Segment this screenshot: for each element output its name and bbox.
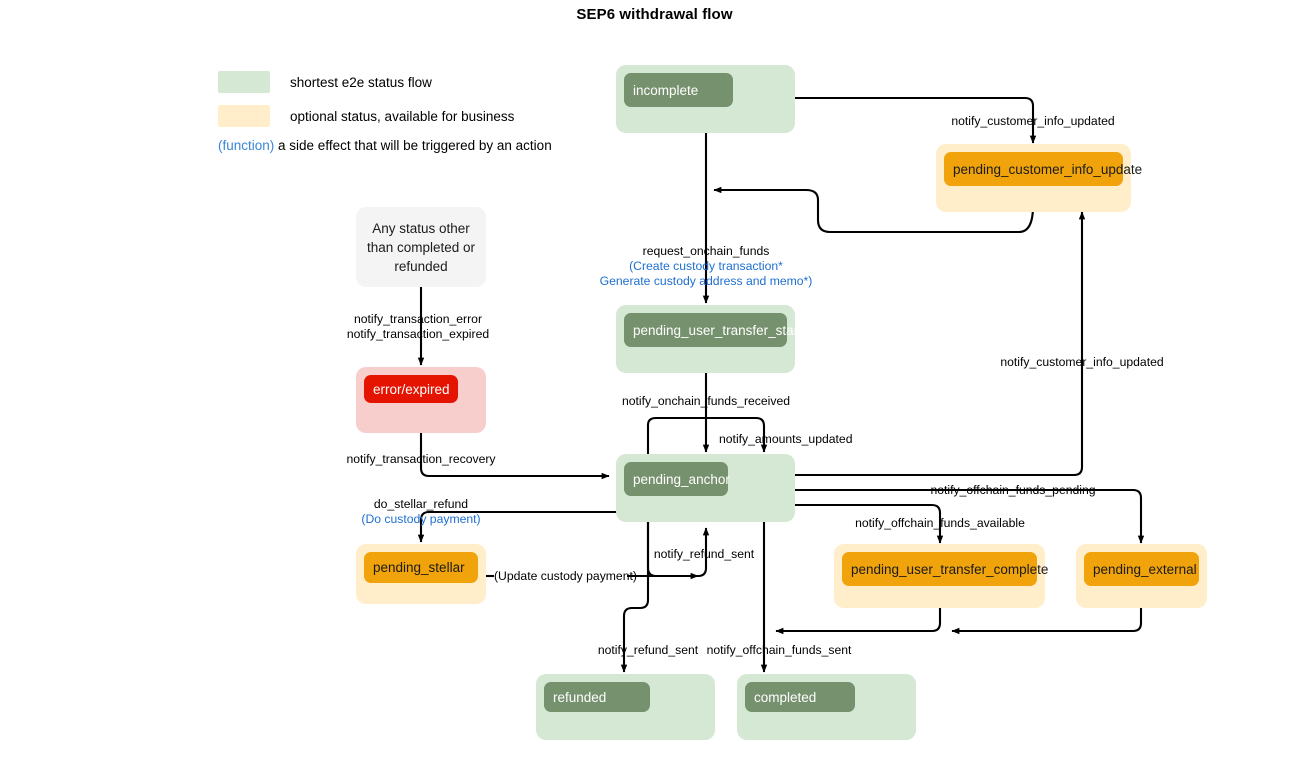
node-pending-customer-info-update[interactable]: pending_customer_info_update xyxy=(936,144,1142,212)
edge-pending-user-transfer-complete-to-completed xyxy=(775,608,942,635)
edge-label-notify-transaction-error-expired: notify_transaction_error notify_transact… xyxy=(347,312,489,342)
node-pending-user-transfer-complete[interactable]: pending_user_transfer_complete xyxy=(834,544,1048,608)
legend-label-orange: optional status, available for business xyxy=(290,108,515,124)
legend-function-desc: a side effect that will be triggered by … xyxy=(274,138,552,153)
node-pending-user-transfer-complete-label: pending_user_transfer_complete xyxy=(842,552,1048,586)
edge-label-notify-onchain-funds-received: notify_onchain_funds_received xyxy=(621,394,791,408)
node-completed[interactable]: completed xyxy=(737,674,916,740)
node-incomplete-label: incomplete xyxy=(624,73,733,107)
node-any-status-other: Any status other than completed or refun… xyxy=(356,207,486,287)
legend: shortest e2e status flow optional status… xyxy=(218,70,552,153)
edge-label-create-custody-transaction: (Create custody transaction* xyxy=(629,259,783,273)
node-incomplete[interactable]: incomplete xyxy=(616,65,795,133)
node-refunded[interactable]: refunded xyxy=(536,674,715,740)
edge-label-request-onchain-funds-action: request_onchain_funds xyxy=(642,244,770,258)
node-pending-external-label: pending_external xyxy=(1084,552,1199,586)
node-pending-stellar[interactable]: pending_stellar xyxy=(356,544,486,604)
page-title: SEP6 withdrawal flow xyxy=(576,6,733,23)
legend-function-note: (function) a side effect that will be tr… xyxy=(218,138,552,153)
edge-label-notify-customer-info-updated-right: notify_customer_info_updated xyxy=(1000,355,1164,369)
edge-label-do-stellar-refund: do_stellar_refund (Do custody payment) xyxy=(361,497,480,527)
edge-label-notify-offchain-funds-sent: notify_offchain_funds_sent xyxy=(706,643,852,657)
node-refunded-label: refunded xyxy=(544,682,650,712)
edge-label-generate-custody-address: Generate custody address and memo*) xyxy=(599,274,813,288)
edge-label-notify-refund-sent-bottom: notify_refund_sent xyxy=(597,643,699,657)
edge-label-do-custody-payment: (Do custody payment) xyxy=(361,512,481,526)
edge-label-notify-transaction-recovery: notify_transaction_recovery xyxy=(346,452,496,466)
edge-label-notify-amounts-updated: notify_amounts_updated xyxy=(719,432,853,446)
edge-label-notify-offchain-funds-available: notify_offchain_funds_available xyxy=(855,516,1025,530)
node-pending-stellar-label: pending_stellar xyxy=(364,552,478,583)
legend-swatch-orange xyxy=(218,105,270,127)
node-completed-label: completed xyxy=(745,682,855,712)
node-pending-anchor-label: pending_anchor xyxy=(624,462,730,496)
node-pending-user-transfer-start-label: pending_user_transfer_start xyxy=(624,313,802,347)
node-error-expired[interactable]: error/expired xyxy=(356,367,486,433)
node-any-status-other-label: Any status other than completed or refun… xyxy=(366,220,476,274)
node-error-expired-label: error/expired xyxy=(364,375,458,403)
node-pending-anchor[interactable]: pending_anchor xyxy=(616,454,795,522)
edge-label-notify-customer-info-updated-top: notify_customer_info_updated xyxy=(951,114,1115,128)
edge-label-do-stellar-refund-action: do_stellar_refund xyxy=(373,497,469,511)
legend-item-green: shortest e2e status flow xyxy=(218,70,552,94)
edge-label-request-onchain-funds: request_onchain_funds (Create custody tr… xyxy=(600,244,813,289)
node-pending-customer-info-update-label: pending_customer_info_update xyxy=(944,152,1142,186)
edge-label-update-custody-payment: (Update custody payment) xyxy=(494,569,637,583)
edge-label-notify-refund-sent-mid: notify_refund_sent xyxy=(653,547,755,561)
edge-label-notify-offchain-funds-pending: notify_offchain_funds_pending xyxy=(930,483,1096,497)
node-pending-external[interactable]: pending_external xyxy=(1076,544,1207,608)
legend-swatch-green xyxy=(218,71,270,93)
edge-label-notify-transaction-expired: notify_transaction_expired xyxy=(346,327,490,341)
legend-function-token: (function) xyxy=(218,138,275,153)
legend-item-orange: optional status, available for business xyxy=(218,104,552,128)
edge-pending-external-to-completed xyxy=(951,608,1143,635)
node-pending-user-transfer-start[interactable]: pending_user_transfer_start xyxy=(616,305,802,373)
edge-label-notify-transaction-error: notify_transaction_error xyxy=(353,312,483,326)
legend-label-green: shortest e2e status flow xyxy=(290,74,432,90)
